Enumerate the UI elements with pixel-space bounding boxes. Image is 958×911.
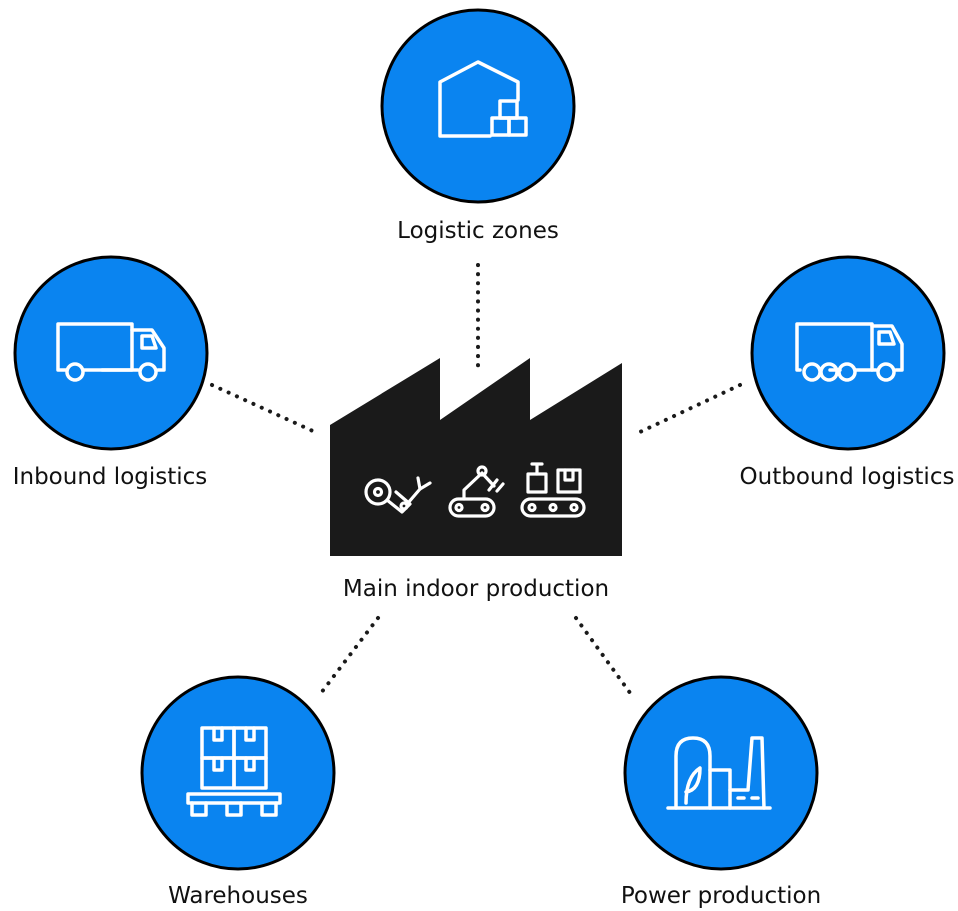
- connector-power-production: [574, 616, 635, 699]
- connector-warehouses: [316, 616, 380, 699]
- cargo-truck-icon: [795, 322, 904, 382]
- pallet-boxes-icon: [186, 726, 282, 817]
- node-logistic-zones: [380, 8, 576, 204]
- robotic-crane-icon: [448, 465, 505, 518]
- label-warehouses: Warehouses: [168, 883, 308, 909]
- power-plant-icon: [666, 736, 772, 810]
- factory-icon: [330, 358, 622, 556]
- label-outbound-logistics: Outbound logistics: [739, 464, 955, 490]
- label-inbound-logistics: Inbound logistics: [12, 464, 208, 490]
- connector-outbound-logistics: [638, 383, 742, 434]
- node-outbound-logistics: [750, 255, 946, 451]
- node-warehouses: [140, 675, 336, 871]
- delivery-truck-icon: [56, 322, 166, 382]
- robot-arm-icon: [364, 476, 432, 514]
- label-main-indoor-production: Main indoor production: [342, 576, 610, 602]
- connectors: [210, 263, 742, 699]
- conveyor-belt-icon: [520, 462, 586, 518]
- warehouse-boxes-icon: [438, 60, 528, 138]
- connector-inbound-logistics: [210, 383, 317, 434]
- node-inbound-logistics: [13, 255, 209, 451]
- label-power-production: Power production: [620, 883, 822, 909]
- label-logistic-zones: Logistic zones: [397, 218, 559, 244]
- node-power-production: [623, 675, 819, 871]
